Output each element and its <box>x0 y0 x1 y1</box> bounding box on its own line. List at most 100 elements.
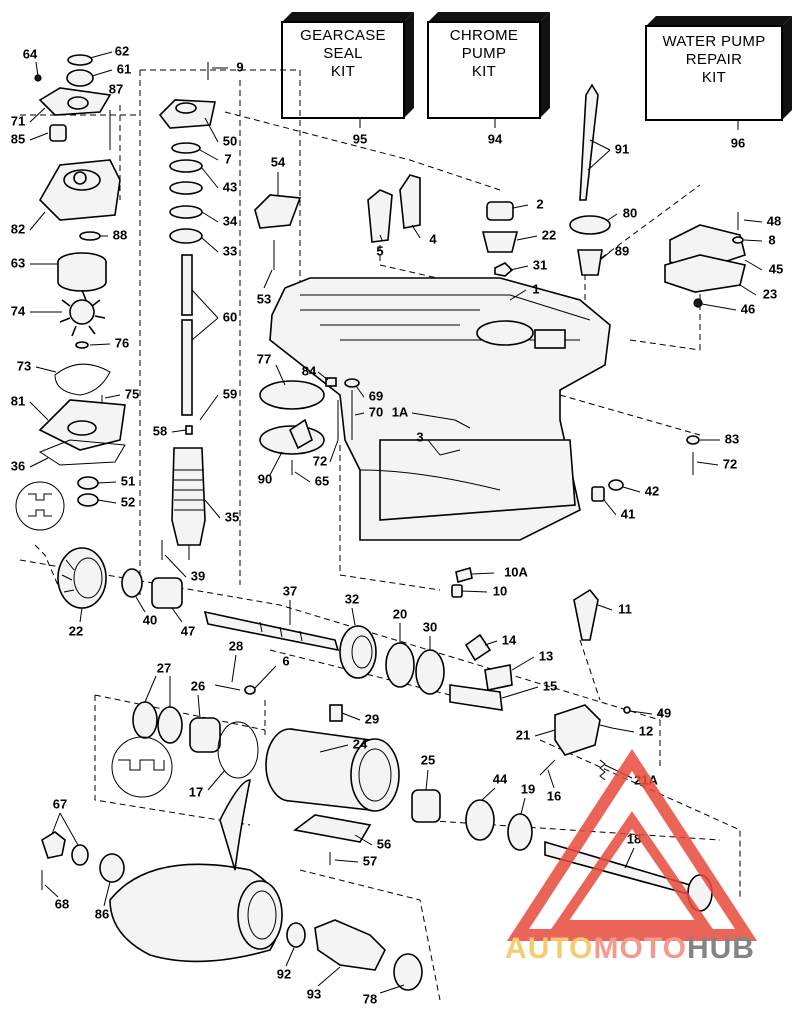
kit-references: 95 94 96 <box>353 131 745 150</box>
callout-77: 77 <box>257 351 271 366</box>
callout-91: 91 <box>615 141 629 156</box>
callout-17: 17 <box>189 784 203 799</box>
callout-50: 50 <box>223 133 237 148</box>
parts-drawing <box>15 54 746 991</box>
callout-74: 74 <box>11 303 26 318</box>
callout-26: 26 <box>191 678 205 693</box>
callout-54: 54 <box>271 154 286 169</box>
kit-box-gearcase-seal: GEARCASE SEAL KIT <box>281 12 414 128</box>
callout-3: 3 <box>416 429 423 444</box>
kit-line: PUMP <box>462 45 507 62</box>
kit-box-water-pump-repair: WATER PUMP REPAIR KIT <box>645 16 792 130</box>
callout-12: 12 <box>639 723 653 738</box>
callout-62: 62 <box>115 43 129 58</box>
callout-13: 13 <box>539 648 553 663</box>
kit-line: SEAL <box>323 45 363 62</box>
callout-32: 32 <box>345 591 359 606</box>
callout-28: 28 <box>229 638 243 653</box>
callout-72-right: 72 <box>723 456 737 471</box>
callout-21: 21 <box>516 727 530 742</box>
callout-85: 85 <box>11 131 25 146</box>
callout-15: 15 <box>543 678 557 693</box>
callout-80: 80 <box>623 205 637 220</box>
callout-53: 53 <box>257 291 271 306</box>
callout-68: 68 <box>55 896 69 911</box>
callout-47: 47 <box>181 623 195 638</box>
callout-1: 1 <box>532 281 539 296</box>
callout-72: 72 <box>313 453 327 468</box>
callout-9: 9 <box>236 59 243 74</box>
brand-wordmark: AUTOMOTOHUB <box>505 932 755 965</box>
kit-line: CHROME <box>450 27 518 44</box>
callout-20: 20 <box>393 606 407 621</box>
kit-line: KIT <box>472 63 496 80</box>
callout-19: 19 <box>521 781 535 796</box>
callout-43: 43 <box>223 179 237 194</box>
callout-86: 86 <box>95 906 109 921</box>
kit-line: REPAIR <box>686 51 743 68</box>
automotohub-watermark: AUTOMOTOHUB <box>505 749 758 965</box>
callout-7: 7 <box>224 151 231 166</box>
callout-22: 22 <box>542 227 556 242</box>
callout-64: 64 <box>23 46 38 61</box>
callout-56: 56 <box>377 836 391 851</box>
callout-37: 37 <box>283 583 297 598</box>
callout-81: 81 <box>11 393 25 408</box>
kit-ref-95: 95 <box>353 131 367 146</box>
callout-24: 24 <box>353 736 368 751</box>
callout-1A: 1A <box>392 404 409 419</box>
kit-line: KIT <box>331 63 355 80</box>
callout-35: 35 <box>225 509 239 524</box>
kit-line: KIT <box>702 69 726 86</box>
callout-49: 49 <box>657 705 671 720</box>
callout-22-lower: 22 <box>69 623 83 638</box>
part-callouts: 64 62 61 9 87 71 85 50 7 43 82 88 54 2 2… <box>11 43 783 1006</box>
callout-67: 67 <box>53 796 67 811</box>
leader-lines <box>29 51 763 994</box>
callout-65: 65 <box>315 473 329 488</box>
callout-84: 84 <box>302 363 317 378</box>
callout-93: 93 <box>307 986 321 1001</box>
callout-11: 11 <box>618 601 632 616</box>
callout-23: 23 <box>763 286 777 301</box>
callout-78: 78 <box>363 991 377 1006</box>
brand-auto: AUTO <box>505 932 593 965</box>
callout-87: 87 <box>109 81 123 96</box>
callout-61: 61 <box>117 61 131 76</box>
callout-82: 82 <box>11 221 25 236</box>
callout-29: 29 <box>365 711 379 726</box>
kit-ref-94: 94 <box>488 131 503 146</box>
callout-40: 40 <box>143 612 157 627</box>
callout-14: 14 <box>502 632 517 647</box>
callout-73: 73 <box>17 358 31 373</box>
callout-27: 27 <box>157 660 171 675</box>
callout-2: 2 <box>536 196 543 211</box>
kit-box-chrome-pump: CHROME PUMP KIT <box>427 12 550 128</box>
callout-63: 63 <box>11 255 25 270</box>
callout-4: 4 <box>429 231 437 246</box>
brand-hub: HUB <box>687 932 755 965</box>
callout-89: 89 <box>615 243 629 258</box>
callout-52: 52 <box>121 494 135 509</box>
callout-75: 75 <box>125 386 139 401</box>
callout-71: 71 <box>11 113 25 128</box>
callout-36: 36 <box>11 458 25 473</box>
callout-69: 69 <box>369 388 383 403</box>
callout-31: 31 <box>533 257 547 272</box>
callout-58: 58 <box>153 423 167 438</box>
callout-39: 39 <box>191 568 205 583</box>
callout-51: 51 <box>121 473 135 488</box>
callout-45: 45 <box>769 261 783 276</box>
callout-10A: 10A <box>504 564 528 579</box>
callout-59: 59 <box>223 386 237 401</box>
callout-92: 92 <box>277 966 291 981</box>
callout-33: 33 <box>223 243 237 258</box>
callout-70: 70 <box>369 404 383 419</box>
callout-30: 30 <box>423 619 437 634</box>
callout-25: 25 <box>421 752 435 767</box>
callout-42: 42 <box>645 483 659 498</box>
kit-line: WATER PUMP <box>663 33 766 50</box>
callout-5: 5 <box>376 243 383 258</box>
callout-48: 48 <box>767 213 781 228</box>
